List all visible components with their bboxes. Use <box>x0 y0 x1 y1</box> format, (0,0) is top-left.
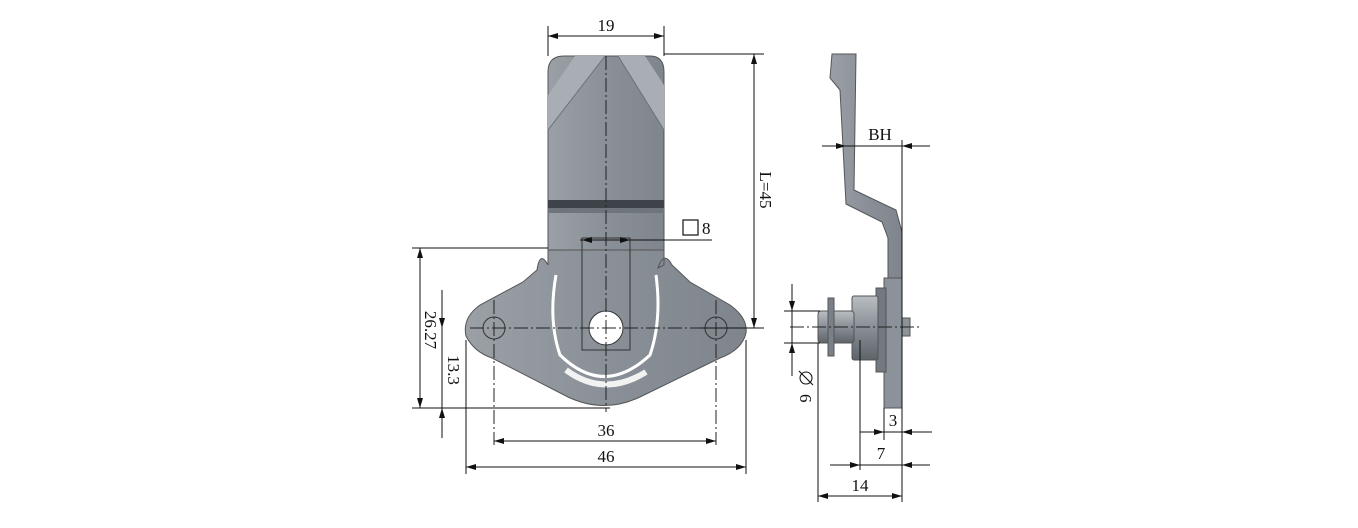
diameter-symbol <box>798 370 814 386</box>
dim-width-overall: 46 <box>598 447 615 466</box>
mounting-flange <box>883 277 903 409</box>
dim-height-overall: 26.27 <box>421 311 440 350</box>
shaft-body <box>851 295 879 361</box>
dim-length: L=45 <box>756 172 775 209</box>
dim-3: 3 <box>889 411 898 430</box>
cam-slot <box>551 274 660 378</box>
dim-7: 7 <box>877 444 886 463</box>
front-dimensions: 19 L=45 8 26.27 13.3 36 <box>412 16 775 474</box>
dim-shaft-diameter: 6 <box>796 394 815 403</box>
side-dimensions: BH 6 3 7 14 <box>784 125 932 502</box>
dim-width-top: 19 <box>598 16 615 35</box>
dim-square-drive: 8 <box>702 219 711 238</box>
dim-hole-spacing: 36 <box>598 421 615 440</box>
square-symbol <box>682 219 699 236</box>
dim-14: 14 <box>852 476 870 495</box>
bend-band <box>548 200 664 208</box>
front-view <box>464 55 760 445</box>
latch-profile <box>829 53 903 279</box>
dim-height-center: 13.3 <box>444 355 463 385</box>
side-view <box>790 53 920 409</box>
dim-bend-height: BH <box>868 125 892 144</box>
